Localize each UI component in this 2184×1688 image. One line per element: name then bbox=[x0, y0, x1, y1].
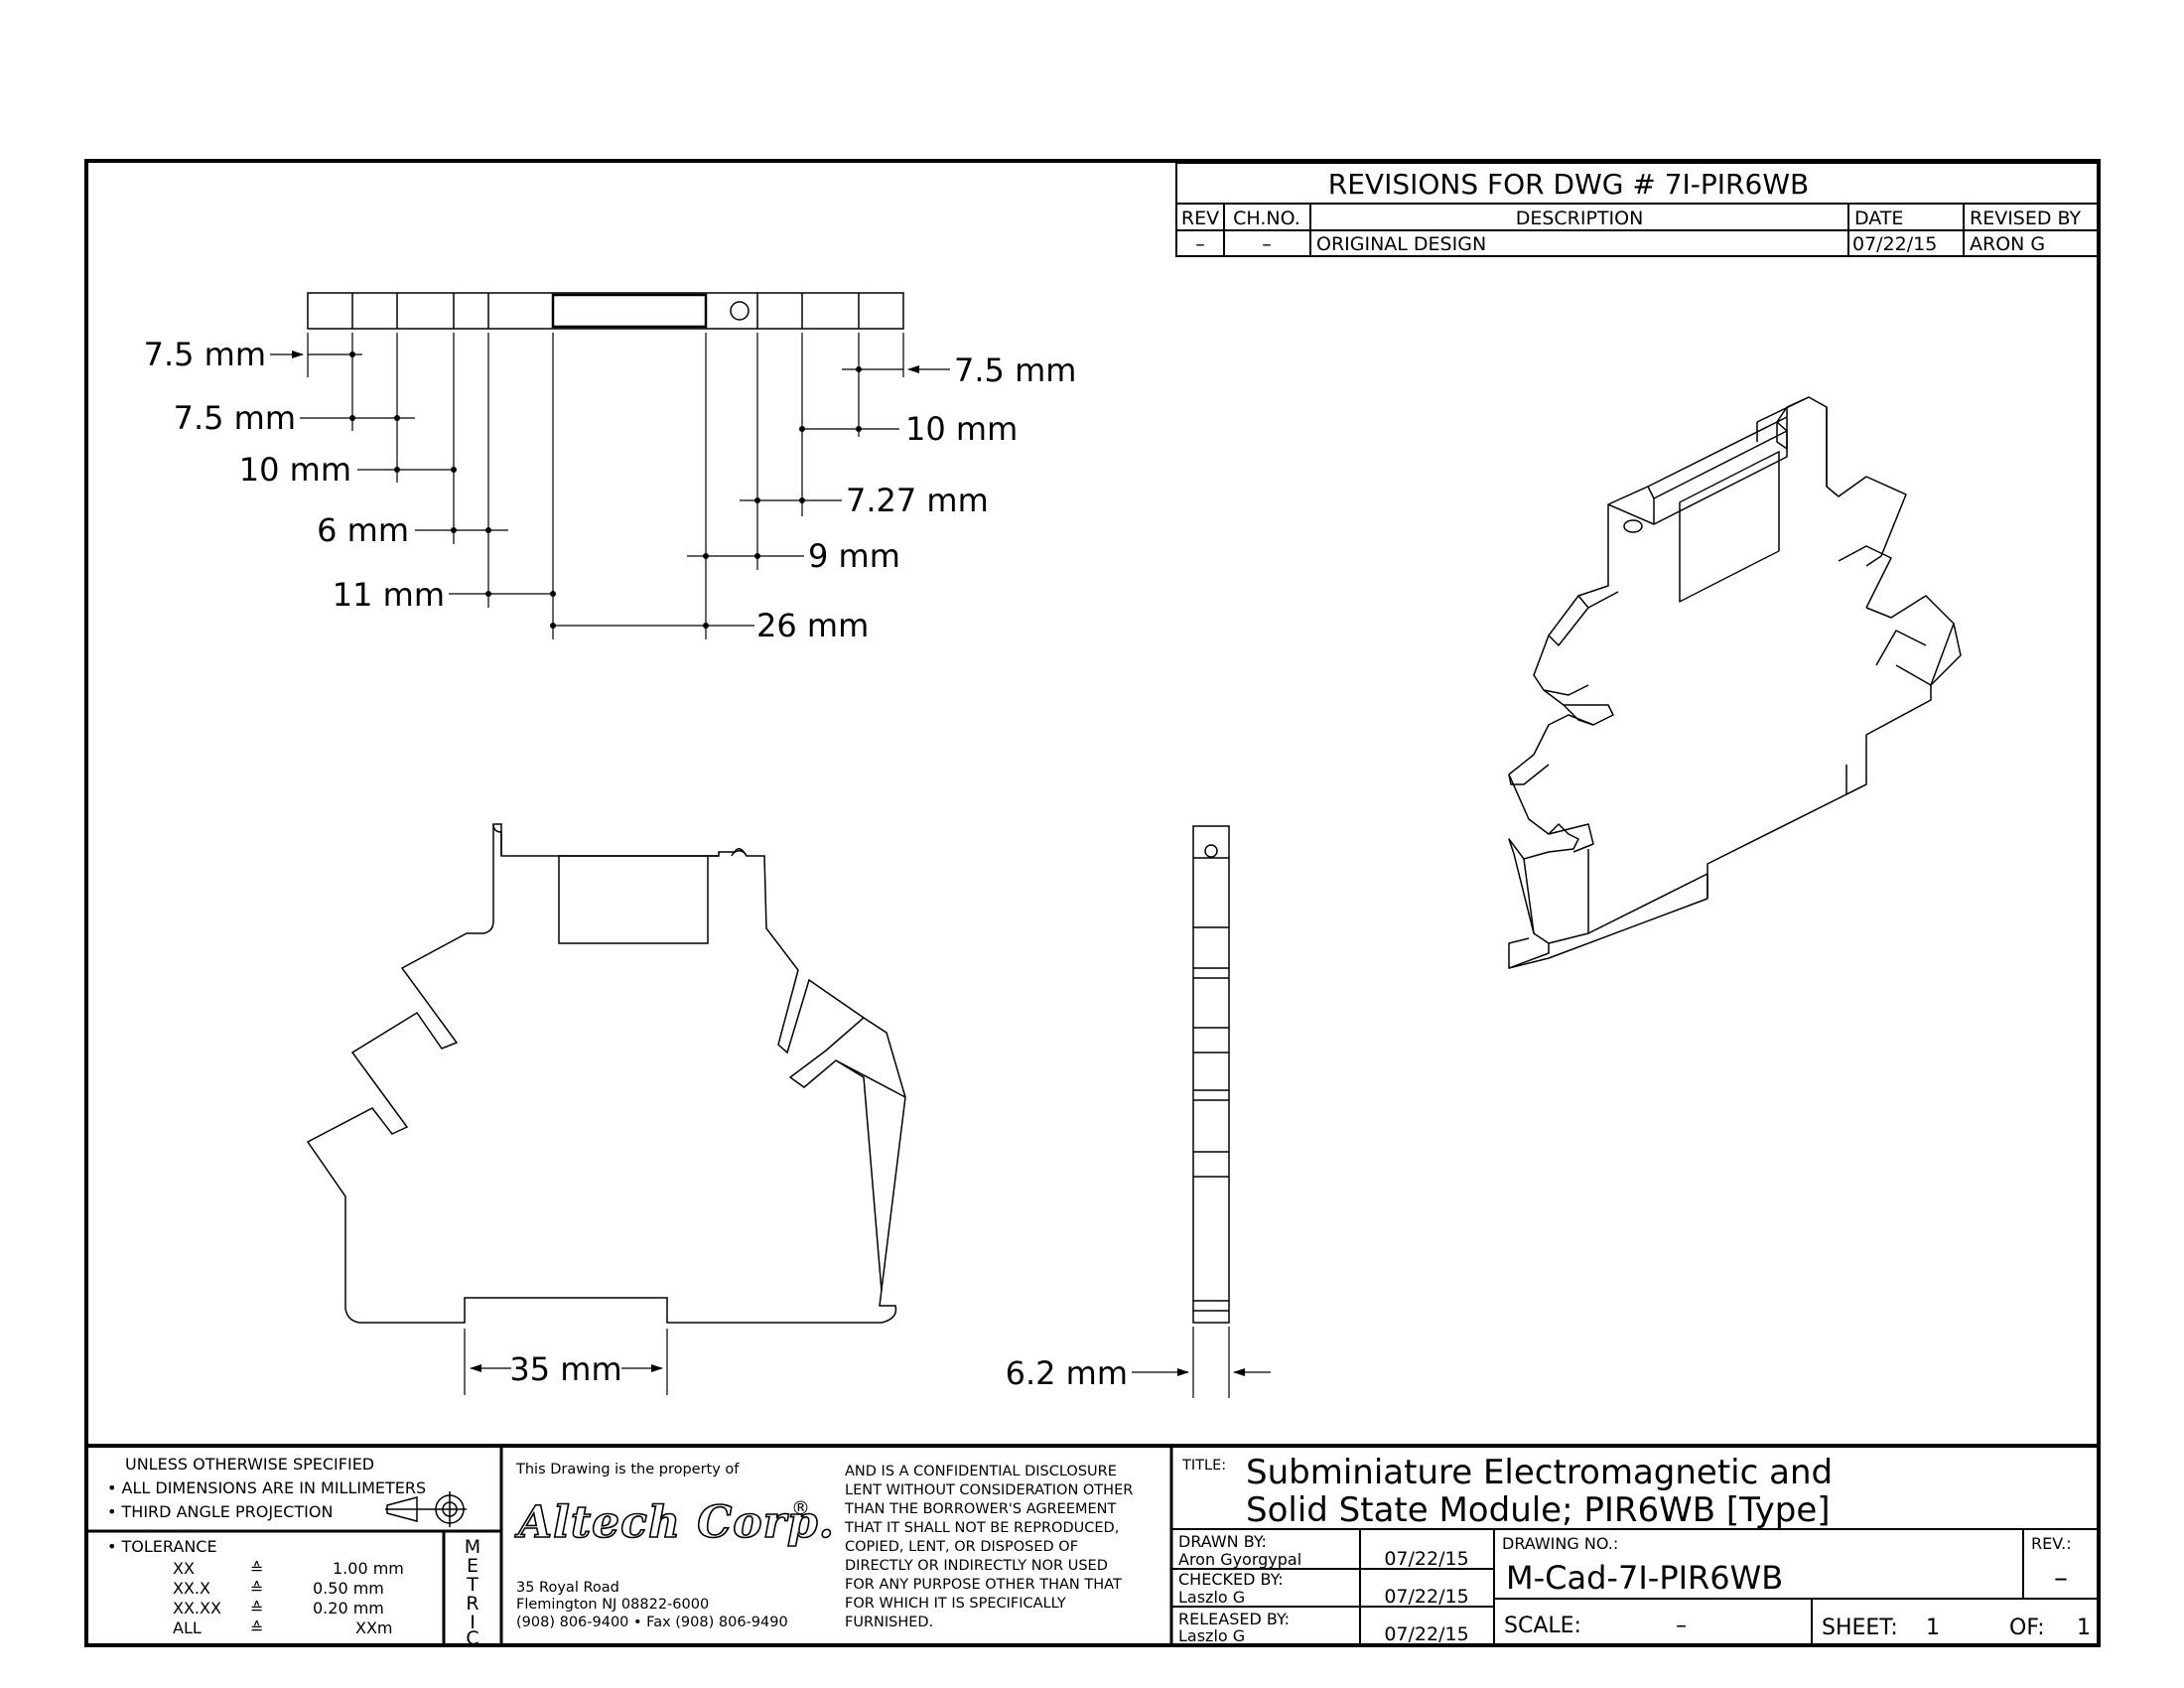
disclaimer-line-1: AND IS A CONFIDENTIAL DISCLOSURE bbox=[845, 1464, 1117, 1479]
disclaimer-line-8: FOR WHICH IT IS SPECIFICALLY bbox=[845, 1596, 1066, 1612]
metric-letter-r: R bbox=[466, 1593, 478, 1615]
dim-right-4: 9 mm bbox=[808, 537, 900, 575]
rev-header: REV bbox=[1181, 208, 1219, 229]
sheet-label: SHEET: bbox=[1822, 1616, 1898, 1640]
note-unless: UNLESS OTHERWISE SPECIFIED bbox=[125, 1455, 374, 1474]
description-header: DESCRIPTION bbox=[1516, 208, 1644, 229]
date-value: 07/22/15 bbox=[1852, 233, 1937, 255]
dim-right-1: 7.5 mm bbox=[954, 352, 1076, 389]
tol-value-3: 0.20 mm bbox=[313, 1599, 384, 1618]
tol-label-1: XX bbox=[173, 1559, 195, 1578]
of-label: OF: bbox=[2009, 1616, 2045, 1640]
tol-sym-2: ≙ bbox=[250, 1579, 263, 1598]
tol-sym-1: ≙ bbox=[250, 1559, 263, 1578]
released-by-label: RELEASED BY: bbox=[1178, 1610, 1290, 1628]
disclaimer-line-2: LENT WITHOUT CONSIDERATION OTHER bbox=[845, 1482, 1133, 1498]
drawing-border bbox=[84, 159, 2101, 1647]
note-millimeters: • ALL DIMENSIONS ARE IN MILLIMETERS bbox=[107, 1478, 426, 1497]
drawn-by-label: DRAWN BY: bbox=[1178, 1532, 1267, 1551]
dim-left-4: 6 mm bbox=[317, 511, 409, 549]
drawing-title-line-2: Solid State Module; PIR6WB [Type] bbox=[1246, 1490, 1831, 1530]
rev-value: – bbox=[1195, 233, 1205, 255]
chno-header: CH.NO. bbox=[1233, 208, 1300, 229]
checked-date: 07/22/15 bbox=[1384, 1586, 1468, 1608]
dim-left-2: 7.5 mm bbox=[174, 399, 296, 437]
metric-letter-c: C bbox=[466, 1627, 478, 1649]
metric-letter-e: E bbox=[467, 1555, 478, 1577]
dim-right-3: 7.27 mm bbox=[846, 482, 989, 519]
scale-value: – bbox=[1676, 1614, 1687, 1638]
metric-letter-m: M bbox=[465, 1536, 480, 1558]
dim-side-width bbox=[1132, 1327, 1271, 1398]
drawn-date: 07/22/15 bbox=[1384, 1548, 1468, 1570]
registered-mark: ® bbox=[791, 1497, 810, 1519]
title-block bbox=[86, 1444, 2099, 1645]
released-by-value: Laszlo G bbox=[1178, 1626, 1245, 1645]
property-note: This Drawing is the property of bbox=[515, 1462, 740, 1477]
rev-label: REV.: bbox=[2031, 1534, 2072, 1553]
revised-by-value: ARON G bbox=[1970, 233, 2045, 255]
drawn-by-value: Aron Gyorgypal bbox=[1178, 1550, 1301, 1569]
dimension-chain bbox=[270, 333, 950, 639]
third-angle-projection-icon bbox=[385, 1491, 467, 1527]
tol-sym-3: ≙ bbox=[250, 1599, 263, 1618]
title-label: TITLE: bbox=[1181, 1458, 1226, 1474]
description-value: ORIGINAL DESIGN bbox=[1316, 233, 1486, 255]
tol-label-2: XX.X bbox=[173, 1579, 210, 1598]
chno-value: – bbox=[1262, 233, 1272, 255]
disclaimer-line-6: DIRECTLY OR INDIRECTLY NOR USED bbox=[845, 1558, 1108, 1574]
rev-value-block: – bbox=[2054, 1561, 2068, 1594]
disclaimer-line-4: THAT IT SHALL NOT BE REPRODUCED, bbox=[844, 1520, 1119, 1536]
checked-by-label: CHECKED BY: bbox=[1178, 1570, 1284, 1589]
dim-front-width-label: 35 mm bbox=[509, 1350, 621, 1388]
tol-label-3: XX.XX bbox=[173, 1599, 221, 1618]
revisions-title: REVISIONS FOR DWG # 7I-PIR6WB bbox=[1328, 168, 1809, 201]
revisions-table: REVISIONS FOR DWG # 7I-PIR6WB REV CH.NO.… bbox=[1175, 162, 2100, 257]
dim-left-1: 7.5 mm bbox=[144, 336, 266, 373]
drawing-number: M-Cad-7I-PIR6WB bbox=[1506, 1559, 1783, 1597]
front-view bbox=[306, 823, 906, 1324]
tol-value-1: 1.00 mm bbox=[333, 1559, 404, 1578]
note-projection: • THIRD ANGLE PROJECTION bbox=[107, 1502, 333, 1521]
tol-value-2: 0.50 mm bbox=[313, 1579, 384, 1598]
dim-right-2: 10 mm bbox=[905, 410, 1018, 448]
dim-front-width bbox=[464, 1329, 668, 1395]
tol-value-4: XXm bbox=[355, 1618, 393, 1637]
company-logo: Altech Corp. bbox=[514, 1497, 835, 1548]
metric-letter-t: T bbox=[466, 1574, 478, 1596]
side-view bbox=[1192, 825, 1230, 1324]
company-phone: (908) 806-9400 • Fax (908) 806-9490 bbox=[516, 1615, 788, 1630]
sheet-value: 1 bbox=[1926, 1616, 1940, 1640]
tolerance-label: • TOLERANCE bbox=[107, 1537, 217, 1556]
of-value: 1 bbox=[2077, 1616, 2091, 1640]
tol-label-4: ALL bbox=[173, 1618, 202, 1637]
revised-by-header: REVISED BY bbox=[1970, 208, 2082, 229]
company-address-2: Flemington NJ 08822-6000 bbox=[516, 1597, 709, 1613]
top-view bbox=[307, 292, 904, 330]
metric-letter-i: I bbox=[470, 1612, 476, 1633]
disclaimer-line-7: FOR ANY PURPOSE OTHER THAN THAT bbox=[845, 1577, 1122, 1593]
tol-sym-4: ≙ bbox=[250, 1618, 263, 1637]
scale-label: SCALE: bbox=[1504, 1614, 1581, 1638]
date-header: DATE bbox=[1854, 208, 1903, 229]
disclaimer-line-9: FURNISHED. bbox=[845, 1615, 933, 1630]
disclaimer-line-5: COPIED, LENT, OR DISPOSED OF bbox=[845, 1539, 1078, 1555]
dimension-dots bbox=[349, 352, 862, 629]
dim-right-5: 26 mm bbox=[756, 607, 869, 644]
dim-left-5: 11 mm bbox=[333, 576, 445, 614]
released-date: 07/22/15 bbox=[1384, 1623, 1468, 1645]
drawing-title-line-1: Subminiature Electromagnetic and bbox=[1246, 1453, 1833, 1492]
disclaimer-line-3: THAN THE BORROWER'S AGREEMENT bbox=[844, 1501, 1117, 1517]
dim-left-3: 10 mm bbox=[239, 451, 351, 489]
dim-side-width-label: 6.2 mm bbox=[1006, 1354, 1128, 1392]
company-address-1: 35 Royal Road bbox=[516, 1580, 619, 1596]
isometric-view bbox=[1508, 396, 1962, 969]
drawing-no-label: DRAWING NO.: bbox=[1502, 1534, 1618, 1553]
checked-by-value: Laszlo G bbox=[1178, 1588, 1245, 1607]
